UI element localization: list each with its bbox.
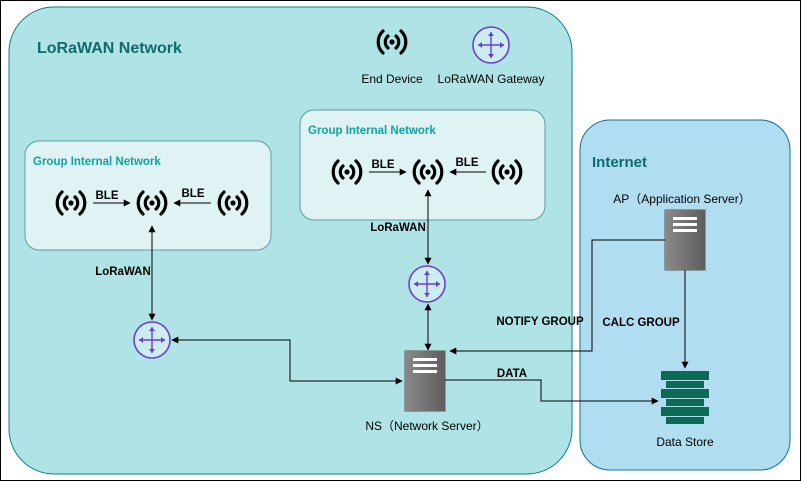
group-left-ble-2: BLE (182, 188, 205, 200)
group-left-ble-1: BLE (96, 190, 119, 202)
gateway-left-ns-link (171, 336, 403, 385)
legend-gateway-icon (472, 26, 510, 64)
network-server-icon[interactable] (404, 350, 446, 412)
lorawan-network-title: LoRaWAN Network (37, 40, 182, 57)
group-right-title: Group Internal Network (308, 125, 436, 137)
application-server-label: AP（Application Server） (613, 192, 750, 206)
data-label: DATA (497, 368, 527, 380)
legend-gateway-label: LoRaWAN Gateway (438, 72, 545, 86)
group-left-title: Group Internal Network (33, 156, 161, 168)
group-right-ble-1: BLE (372, 159, 395, 171)
notify-group-label: NOTIFY GROUP (496, 316, 584, 328)
data-store-label: Data Store (656, 435, 714, 449)
lorawan-left-label: LoRaWAN (95, 266, 151, 278)
legend-end-device-label: End Device (361, 72, 423, 86)
data-store-icon[interactable] (661, 371, 709, 424)
internet-title: Internet (592, 154, 647, 171)
network-server-label: NS（Network Server） (365, 419, 488, 433)
gateway-left-icon[interactable] (133, 321, 171, 359)
gateway-right-icon[interactable] (408, 265, 446, 303)
application-server-icon[interactable] (664, 209, 706, 271)
group-right-ble-2: BLE (456, 157, 479, 169)
data-link (445, 379, 659, 405)
lorawan-right-label: LoRaWAN (370, 222, 426, 234)
notify-group-link (449, 239, 665, 355)
calc-group-label: CALC GROUP (602, 317, 680, 329)
group-right-box (299, 109, 546, 221)
